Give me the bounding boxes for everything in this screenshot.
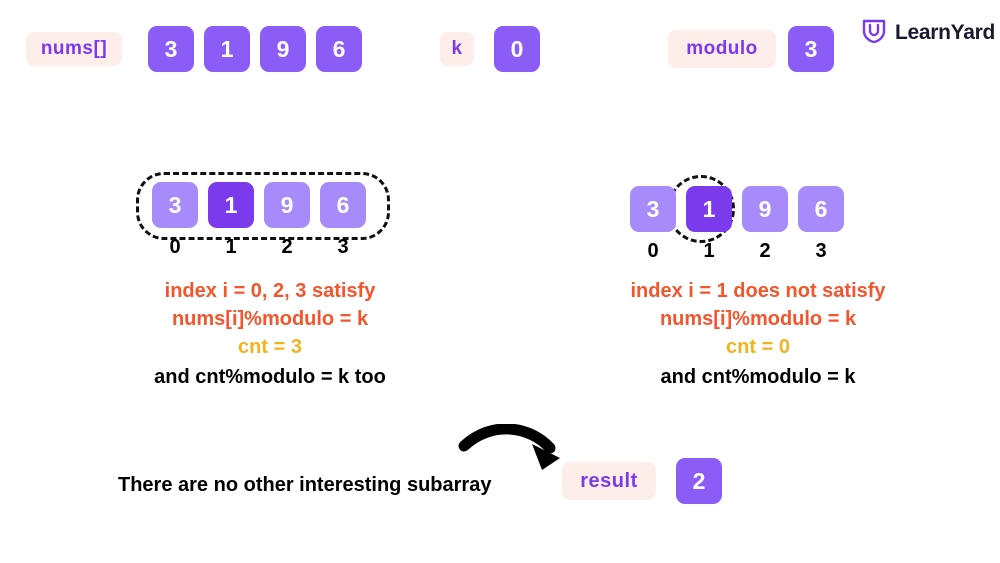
result-value: 2 <box>676 458 722 504</box>
left-subarray-outline <box>136 172 390 240</box>
left-cell-0: 3 <box>152 182 198 228</box>
left-index-row: 0 1 2 3 <box>152 236 366 259</box>
left-index-0: 0 <box>169 236 181 258</box>
right-index-0: 0 <box>647 240 659 262</box>
nums-cell-0: 3 <box>148 26 194 72</box>
left-index-1: 1 <box>225 236 237 258</box>
brand-name: LearnYard <box>895 20 996 44</box>
left-line-3: cnt = 3 <box>238 336 302 358</box>
k-label: k <box>440 32 474 66</box>
right-line-1: index i = 1 does not satisfy <box>630 280 886 302</box>
learnyard-shield-icon <box>860 16 888 49</box>
right-cell-1: 1 <box>686 186 732 232</box>
nums-array-label: nums[] <box>26 32 122 66</box>
right-cell-2: 9 <box>742 186 788 232</box>
right-line-4: and cnt%modulo = k <box>660 366 856 388</box>
right-index-1: 1 <box>703 240 715 262</box>
left-cell-3: 6 <box>320 182 366 228</box>
brand-logo: LearnYard <box>860 16 995 49</box>
bottom-note: There are no other interesting subarray <box>118 474 492 496</box>
right-explanation-panel: 3 1 9 6 0 1 2 3 index i = 1 does not sat… <box>608 168 908 388</box>
right-index-2: 2 <box>759 240 771 262</box>
modulo-label: modulo <box>668 30 776 68</box>
left-index-3: 3 <box>337 236 349 258</box>
right-cell-3: 6 <box>798 186 844 232</box>
left-explanation-panel: 3 1 9 6 0 1 2 3 index i = 0, 2, 3 satisf… <box>130 168 410 388</box>
left-index-2: 2 <box>281 236 293 258</box>
k-value: 0 <box>494 26 540 72</box>
right-line-2: nums[i]%modulo = k <box>659 308 857 330</box>
modulo-value: 3 <box>788 26 834 72</box>
right-index-row: 0 1 2 3 <box>630 240 844 263</box>
left-cells-row: 3 1 9 6 <box>152 182 366 228</box>
nums-cell-2: 9 <box>260 26 306 72</box>
result-label: result <box>562 462 656 500</box>
right-line-3: cnt = 0 <box>726 336 790 358</box>
nums-cell-3: 6 <box>316 26 362 72</box>
left-line-2: nums[i]%modulo = k <box>171 308 369 330</box>
nums-cell-1: 1 <box>204 26 250 72</box>
curved-arrow-icon <box>458 423 578 489</box>
left-line-4: and cnt%modulo = k too <box>154 366 386 388</box>
right-cell-0: 3 <box>630 186 676 232</box>
left-line-1: index i = 0, 2, 3 satisfy <box>164 280 376 302</box>
left-cell-1: 1 <box>208 182 254 228</box>
right-index-3: 3 <box>815 240 827 262</box>
left-cell-2: 9 <box>264 182 310 228</box>
right-cells-row: 3 1 9 6 <box>630 186 844 232</box>
